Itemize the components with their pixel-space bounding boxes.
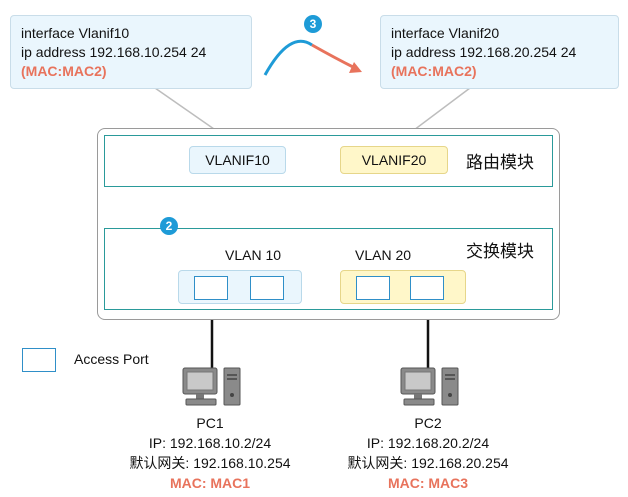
legend-access-port-label: Access Port — [74, 351, 149, 367]
vlanif20-interface: VLANIF20 — [340, 146, 448, 174]
callout-vlanif10-line2: ip address 192.168.10.254 24 — [21, 44, 207, 60]
vlan10-access-port-2 — [250, 276, 284, 300]
callout-vlanif10: interface Vlanif10 ip address 192.168.10… — [10, 15, 252, 89]
pc2-computer-icon — [400, 367, 459, 406]
pc2-name: PC2 — [414, 415, 442, 431]
pc1-ip: IP: 192.168.10.2/24 — [148, 435, 272, 451]
vlanif10-interface: VLANIF10 — [189, 146, 286, 174]
vlan20-label: VLAN 20 — [355, 247, 412, 263]
pc2-ip: IP: 192.168.20.2/24 — [366, 435, 490, 451]
callout-vlanif20-line1: interface Vlanif20 — [391, 25, 500, 41]
transfer-arc-blue — [263, 39, 313, 76]
routing-module-label: 路由模块 — [466, 153, 534, 172]
callout-vlanif20: interface Vlanif20 ip address 192.168.20… — [380, 15, 619, 89]
pc1-name: PC1 — [196, 415, 224, 431]
callout-vlanif20-line2: ip address 192.168.20.254 24 — [391, 44, 577, 60]
step-badge-2: 2 — [160, 217, 178, 235]
transfer-arc-red — [311, 43, 356, 70]
callout-vlanif20-mac: (MAC:MAC2) — [391, 63, 477, 79]
pc2-info: PC2 IP: 192.168.20.2/24 默认网关: 192.168.20… — [318, 414, 538, 492]
callout-vlanif10-line1: interface Vlanif10 — [21, 25, 130, 41]
callout-vlanif10-mac: (MAC:MAC2) — [21, 63, 107, 79]
switching-module-label: 交换模块 — [466, 242, 534, 261]
step-badge-3: 3 — [304, 15, 322, 33]
vlan20-access-port-1 — [356, 276, 390, 300]
pc2-mac: MAC: MAC3 — [387, 475, 469, 491]
pc1-gateway: 默认网关: 192.168.10.254 — [129, 455, 291, 471]
transfer-arrowhead — [349, 62, 362, 73]
pc1-info: PC1 IP: 192.168.10.2/24 默认网关: 192.168.10… — [100, 414, 320, 492]
vlan10-label: VLAN 10 — [225, 247, 282, 263]
routing-module — [104, 135, 553, 187]
vlan10-access-port-1 — [194, 276, 228, 300]
pc2-gateway: 默认网关: 192.168.20.254 — [347, 455, 509, 471]
pc1-computer-icon — [182, 367, 241, 406]
pc1-mac: MAC: MAC1 — [169, 475, 251, 491]
vlan20-access-port-2 — [410, 276, 444, 300]
legend-access-port-swatch — [22, 348, 56, 372]
